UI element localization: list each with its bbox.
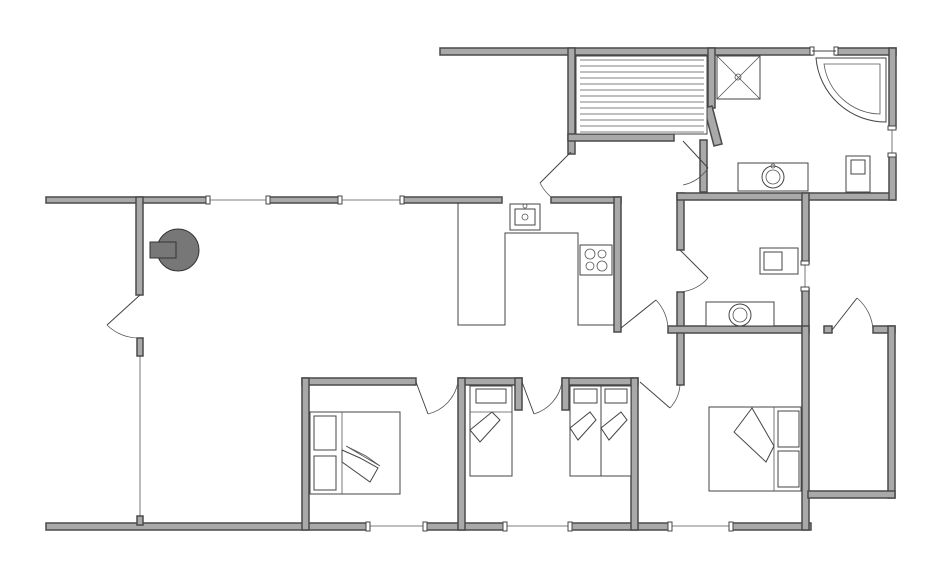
- wall-bed1-left: [301, 377, 310, 531]
- wall-stairs-angled: [703, 105, 723, 147]
- wall-bed3-top: [561, 377, 639, 386]
- wall-stairs-bottom: [567, 133, 675, 142]
- sink-icon: [737, 162, 809, 192]
- wall-upper-right-lower: [888, 154, 897, 201]
- wall-bottom-3: [569, 522, 671, 531]
- toilet-icon: [759, 247, 799, 275]
- wall-bed4-right: [801, 325, 810, 531]
- single-bed-icon: [469, 385, 513, 477]
- walls: [45, 47, 897, 531]
- kitchen-counter: [457, 203, 614, 326]
- wall-bed2-left: [457, 377, 466, 531]
- wall-upper-right: [888, 47, 897, 129]
- shower-icon: [716, 55, 761, 100]
- sink-icon: [705, 301, 775, 327]
- wall-middle-right-stub: [823, 325, 833, 334]
- wall-upper-top-right: [835, 47, 897, 56]
- staircase: [575, 55, 708, 135]
- wall-bottom-left-cap: [136, 515, 144, 526]
- wall-bed1-top: [301, 377, 417, 386]
- wall-top-left-2: [267, 196, 341, 204]
- double-bed-icon: [708, 406, 802, 492]
- wall-annex-bottom: [807, 490, 896, 499]
- twin-bed-icon: [569, 385, 632, 477]
- wall-bath2-right: [801, 192, 810, 264]
- wall-annex-right: [887, 325, 896, 499]
- windows: [205, 46, 897, 532]
- wall-stairs-left: [567, 47, 576, 155]
- wall-hall-vertical: [676, 192, 685, 251]
- toilet-icon: [845, 155, 871, 193]
- stove-icon: [579, 244, 613, 276]
- fireplace-icon: [149, 228, 200, 272]
- wall-left-partition-upper: [135, 196, 144, 296]
- wall-stairs-right: [707, 47, 716, 109]
- wall-left-partition-lower: [136, 337, 144, 357]
- wall-bottom-4: [730, 522, 812, 531]
- doors: [106, 50, 874, 415]
- wall-bed2-right: [514, 377, 523, 411]
- wall-bed3-left: [561, 377, 570, 411]
- wall-kitchen-right: [613, 196, 622, 333]
- double-bed-icon: [309, 411, 401, 495]
- wall-bed3-right: [630, 377, 639, 531]
- wall-bath2-top: [676, 192, 896, 201]
- wall-bed2-top: [457, 377, 523, 386]
- wall-bath1-left: [699, 139, 708, 193]
- wall-hall-vertical-lower: [676, 291, 685, 386]
- wall-top-left-3: [401, 196, 503, 204]
- wall-upper-top-left: [439, 47, 813, 56]
- wall-bottom-1: [45, 522, 369, 531]
- kitchen-sink-icon: [509, 203, 541, 231]
- wall-top-kitchen: [550, 196, 622, 204]
- wall-top-left-1: [45, 196, 209, 204]
- bathtub-icon: [815, 57, 887, 123]
- wall-middle-horizontal: [667, 325, 809, 334]
